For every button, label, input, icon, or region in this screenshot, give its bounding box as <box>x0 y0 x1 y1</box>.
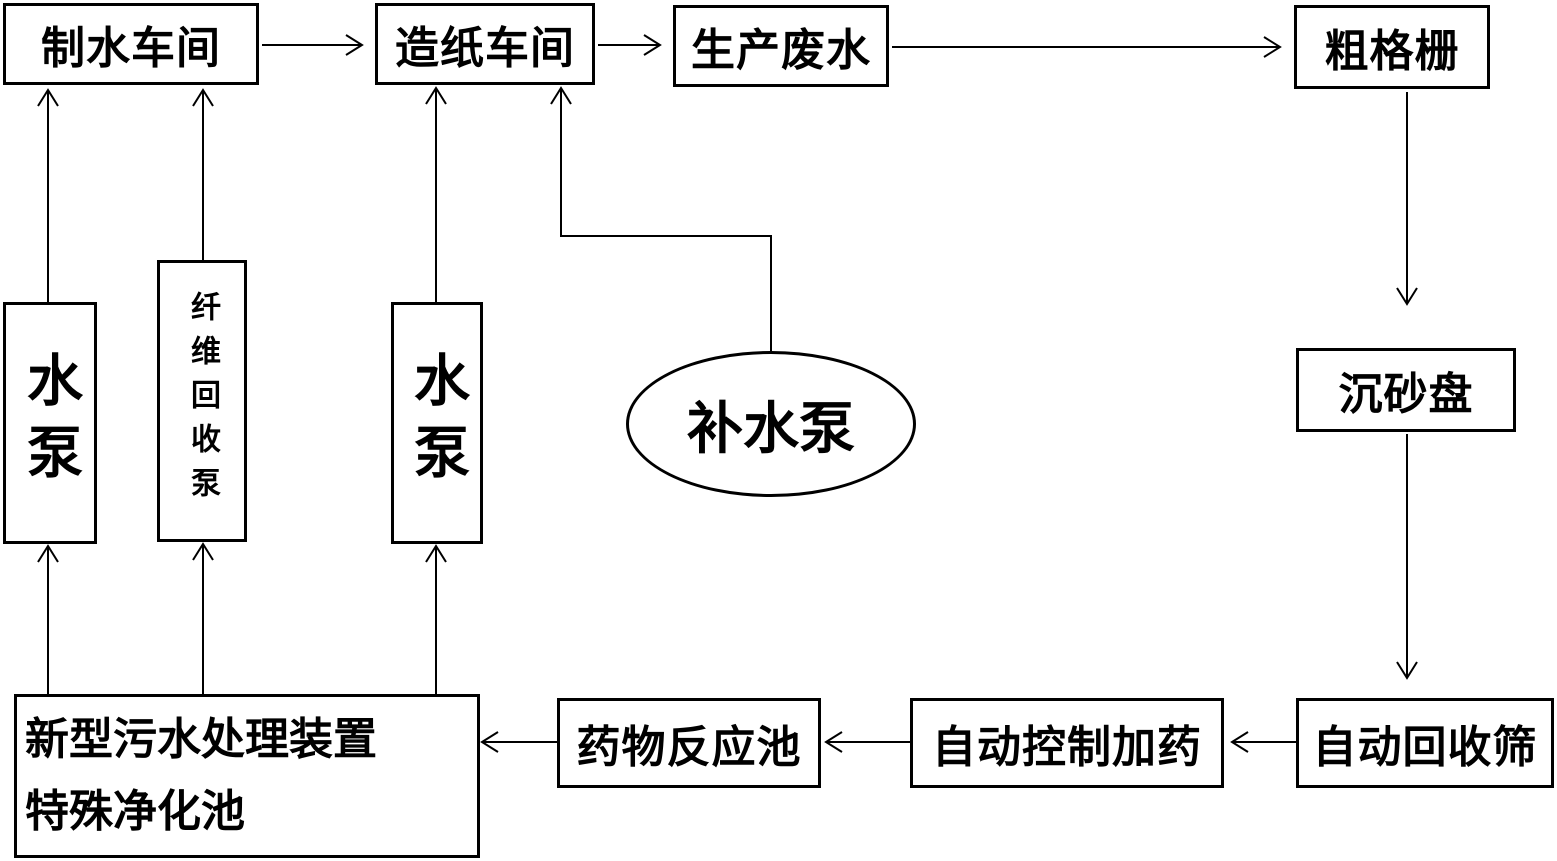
node-label-line1: 新型污水处理装置 <box>25 714 377 765</box>
arrowhead <box>192 542 214 561</box>
node-label: 补水泵 <box>687 396 855 462</box>
arrowhead <box>1263 36 1282 58</box>
node-label: 自动控制加药 <box>932 722 1202 773</box>
arrowhead <box>480 731 499 753</box>
node-paper-workshop: 造纸车间 <box>375 3 595 85</box>
node-label: 纤维回收泵 <box>185 291 220 511</box>
node-auto-recovery-screen: 自动回收筛 <box>1296 698 1554 788</box>
node-coarse-grille: 粗格栅 <box>1294 5 1490 89</box>
arrowhead <box>1396 287 1418 306</box>
node-water-pump-left: 水泵 <box>3 302 97 544</box>
node-label: 水泵 <box>17 351 83 495</box>
node-chemical-reaction-pool: 药物反应池 <box>557 698 821 788</box>
node-label: 粗格栅 <box>1324 26 1460 77</box>
node-label: 生产废水 <box>691 25 871 76</box>
node-label-line2: 特殊净化池 <box>25 786 245 837</box>
node-label: 自动回收筛 <box>1312 722 1538 773</box>
node-label: 造纸车间 <box>395 23 575 74</box>
node-water-workshop: 制水车间 <box>3 3 259 85</box>
node-label: 制水车间 <box>41 23 221 74</box>
node-makeup-pump: 补水泵 <box>626 351 916 497</box>
node-auto-dosing: 自动控制加药 <box>910 698 1224 788</box>
arrowhead <box>425 544 447 563</box>
arrowhead <box>192 88 214 107</box>
arrowhead <box>345 34 364 56</box>
arrowhead <box>1396 661 1418 680</box>
node-label: 水泵 <box>404 351 470 495</box>
node-treatment-device: 新型污水处理装置 特殊净化池 <box>14 694 480 858</box>
arrowhead <box>1230 731 1249 753</box>
arrowhead <box>37 88 59 107</box>
node-production-wastewater: 生产废水 <box>673 5 889 87</box>
arrowhead <box>37 544 59 563</box>
arrowhead <box>425 86 447 105</box>
arrowhead <box>643 34 662 56</box>
arrowhead <box>550 86 572 105</box>
node-fiber-recovery-pump: 纤维回收泵 <box>157 260 247 542</box>
node-label: 药物反应池 <box>576 722 802 773</box>
node-sand-settling: 沉砂盘 <box>1296 348 1516 432</box>
node-label: 沉砂盘 <box>1338 369 1474 420</box>
arrowhead <box>824 731 843 753</box>
arrow-makeup-pump-to-paper <box>560 88 772 351</box>
node-water-pump-right: 水泵 <box>391 302 483 544</box>
